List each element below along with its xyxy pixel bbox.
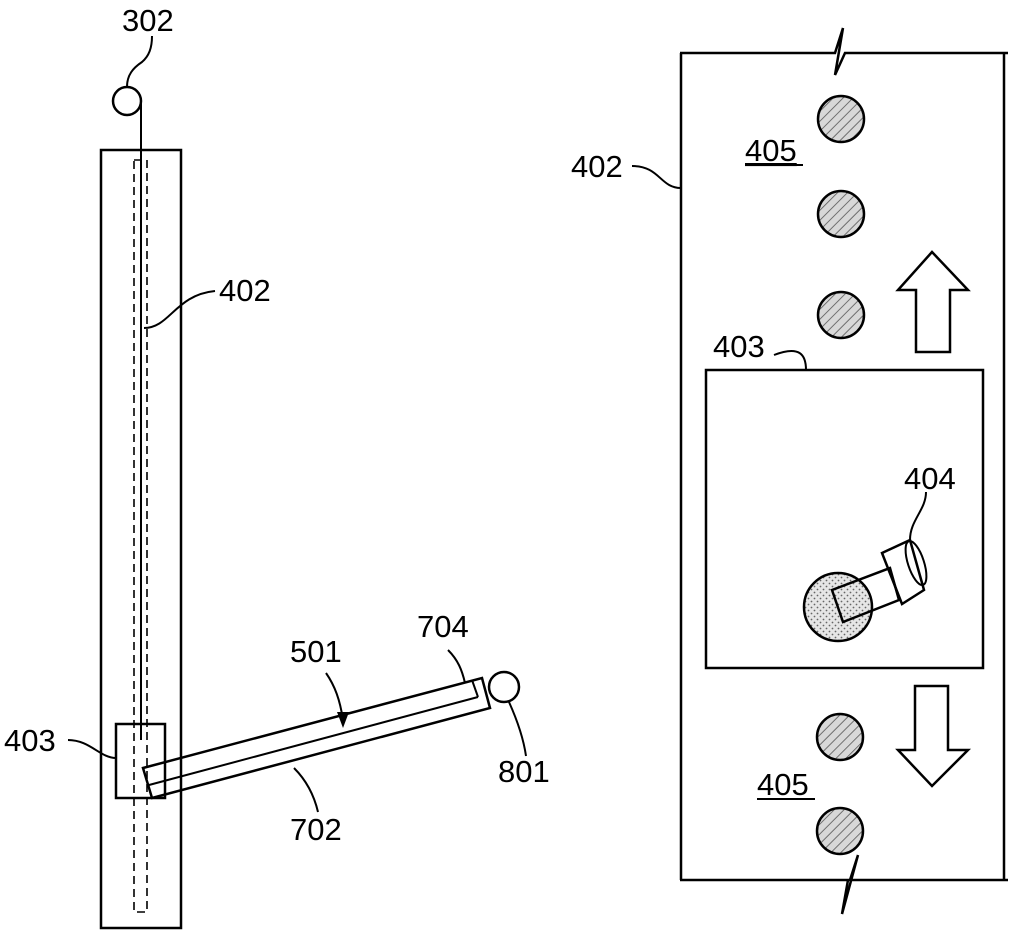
bottom-break-line (680, 855, 1008, 914)
left-figure: 302 402 403 501 704 702 801 (4, 3, 550, 928)
pulley-302 (113, 87, 141, 115)
leader-403-left (68, 740, 116, 758)
label-405-bottom: 405 (757, 767, 809, 802)
hole-405 (818, 96, 864, 142)
hole-405 (818, 292, 864, 338)
inner-bar-end (472, 680, 478, 697)
label-402-left: 402 (219, 273, 271, 308)
leader-702 (294, 768, 318, 812)
leader-402-left (144, 291, 215, 328)
label-302: 302 (122, 3, 174, 38)
pin-404-head (882, 540, 924, 604)
leader-302 (127, 36, 152, 87)
leader-403-right (774, 351, 806, 370)
hole-405 (818, 191, 864, 237)
down-arrow-icon (898, 686, 968, 786)
label-402-right: 402 (571, 149, 623, 184)
label-405-top: 405 (745, 133, 797, 168)
arrowhead-501 (337, 712, 349, 728)
label-404: 404 (904, 461, 956, 496)
right-figure: 402 405 403 404 405 (571, 28, 1008, 914)
hole-405 (817, 714, 863, 760)
label-801: 801 (498, 754, 550, 789)
leader-704 (448, 650, 465, 683)
label-403-right: 403 (713, 329, 765, 364)
inner-bar-704 (149, 697, 478, 785)
hole-405 (817, 808, 863, 854)
leader-801 (509, 702, 526, 756)
label-501: 501 (290, 634, 342, 669)
up-arrow-icon (898, 252, 968, 352)
label-403-left: 403 (4, 723, 56, 758)
label-702: 702 (290, 812, 342, 847)
top-break-line (680, 28, 1008, 75)
label-704: 704 (417, 609, 469, 644)
arm-702 (143, 678, 490, 798)
leader-404 (910, 492, 926, 540)
leader-402-right (632, 166, 681, 188)
pivot-801 (489, 672, 519, 702)
